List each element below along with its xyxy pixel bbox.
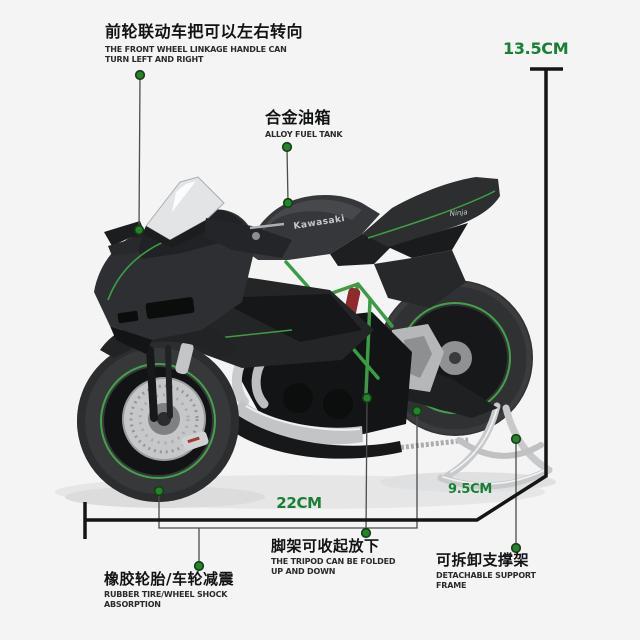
annotation-front-handle-en1: THE FRONT WHEEL LINKAGE HANDLE CAN — [105, 45, 287, 54]
seat — [330, 234, 392, 266]
annotation-support-frame: 可拆卸支撑架 DETACHABLE SUPPORT FRAME — [436, 551, 536, 590]
handle-dot-top — [134, 69, 146, 81]
support-dot-target — [510, 433, 522, 445]
annotation-front-handle-zh: 前轮联动车把可以左右转向 — [105, 22, 304, 41]
winglet-fins — [104, 221, 144, 256]
callout-dots — [133, 69, 522, 572]
tire-label-dot — [193, 560, 205, 572]
tripod-label-dot — [360, 527, 372, 539]
drive-chain — [395, 437, 469, 451]
annotation-fuel-tank-zh: 合金油箱 — [265, 108, 332, 127]
headlight-grille — [145, 297, 195, 319]
ninja-logo: Ninja — [449, 208, 468, 218]
annotation-tripod-zh: 脚架可收起放下 — [271, 537, 380, 555]
front-wheel — [77, 340, 239, 502]
tail-section: Ninja — [362, 177, 500, 258]
fuel-tank-connector — [286, 147, 289, 203]
front-fork — [146, 342, 194, 422]
rear-tire-dot — [411, 405, 423, 417]
annotation-support-frame-zh: 可拆卸支撑架 — [436, 551, 530, 569]
annotation-front-handle-en2: TURN LEFT AND RIGHT — [105, 54, 204, 64]
tank-dot-top — [281, 141, 293, 153]
motorcycle-photo: Kawasaki Ninja — [77, 176, 553, 502]
support-label-dot — [510, 542, 522, 554]
dimension-depth-label: 9.5CM — [448, 482, 493, 497]
handle-connector — [138, 75, 141, 230]
annotation-tripod-en2: UP AND DOWN — [271, 566, 336, 576]
annotation-rubber-tire: 橡胶轮胎/车轮减震 RUBBER TIRE/WHEEL SHOCK ABSORP… — [104, 570, 234, 609]
annotation-tripod: 脚架可收起放下 THE TRIPOD CAN BE FOLDED UP AND … — [271, 537, 395, 576]
callout-connectors — [138, 75, 517, 565]
rear-subframe — [374, 250, 466, 308]
height-depth-length-line — [85, 70, 548, 522]
tripod-connector — [365, 398, 368, 533]
chrome-support-stand — [437, 402, 553, 490]
annotation-fuel-tank: 合金油箱 ALLOY FUEL TANK — [265, 108, 343, 140]
handle-dot-target — [133, 224, 145, 236]
handlebar-cockpit — [204, 218, 292, 258]
annotation-rubber-tire-en1: RUBBER TIRE/WHEEL SHOCK — [104, 590, 228, 599]
front-tire-dot — [153, 485, 165, 497]
annotation-tripod-en1: THE TRIPOD CAN BE FOLDED — [271, 557, 396, 566]
annotation-rubber-tire-en2: ABSORPTION — [104, 599, 161, 609]
annotation-front-handle: 前轮联动车把可以左右转向 THE FRONT WHEEL LINKAGE HAN… — [105, 22, 303, 64]
annotation-rubber-tire-zh: 橡胶轮胎/车轮减震 — [104, 570, 234, 588]
tank-dot-target — [282, 197, 294, 209]
dimension-bracket — [83, 67, 563, 539]
windscreen — [142, 176, 225, 248]
belly-pan — [228, 414, 402, 459]
tire-connector — [158, 412, 418, 529]
rearset-linkage-inner — [404, 336, 432, 378]
dimension-length-label: 22CM — [276, 494, 322, 512]
tripod-dot-target — [361, 392, 373, 404]
annotation-support-frame-en1: DETACHABLE SUPPORT — [436, 571, 536, 580]
dimension-height-label: 13.5CM — [503, 39, 569, 58]
annotation-support-frame-en2: FRAME — [436, 580, 467, 590]
annotation-fuel-tank-en1: ALLOY FUEL TANK — [265, 130, 343, 139]
